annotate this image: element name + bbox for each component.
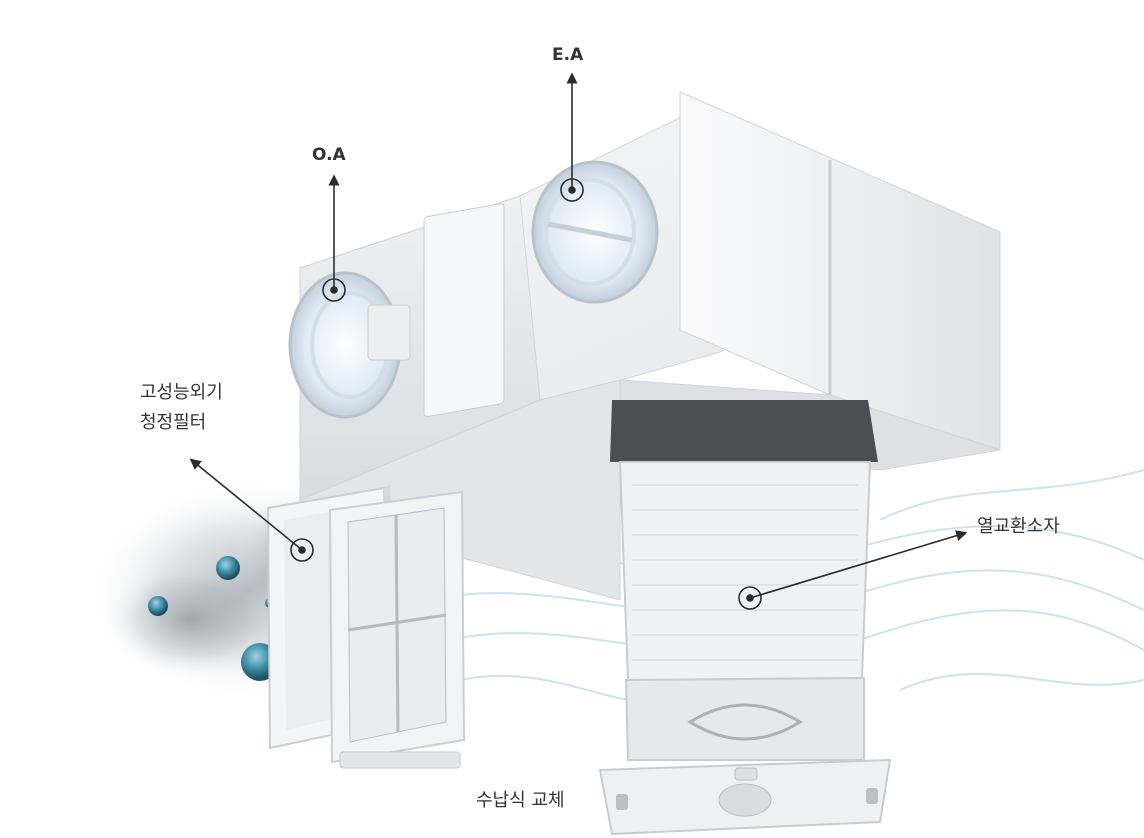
- leader-lines: [189, 72, 968, 599]
- target-marker-icon: [738, 586, 762, 610]
- target-marker-icon: [560, 178, 584, 202]
- filter-label-line2: 청정필터: [140, 412, 207, 433]
- arrow-up-left-icon: [189, 458, 303, 551]
- heat-exchanger-drawer: [610, 400, 878, 761]
- arrow-right-icon: [749, 530, 968, 599]
- exhaust-air-duct: [531, 160, 659, 304]
- storage-replacement-label: 수납식 교체: [476, 790, 565, 811]
- target-markers: [290, 178, 762, 610]
- filter-label-line1: 고성능외기: [140, 382, 223, 403]
- target-marker-icon: [322, 278, 346, 302]
- heat-exchanger-label: 열교환소자: [977, 516, 1060, 537]
- outdoor-air-duct: [288, 271, 411, 419]
- target-marker-icon: [290, 538, 314, 562]
- outdoor-air-label: O.A: [312, 145, 346, 165]
- exhaust-air-label: E.A: [552, 45, 584, 65]
- storage-cover-plate: [598, 758, 892, 836]
- filter-label: 고성능외기 청정필터: [140, 378, 223, 438]
- filter-cassette: [328, 490, 466, 769]
